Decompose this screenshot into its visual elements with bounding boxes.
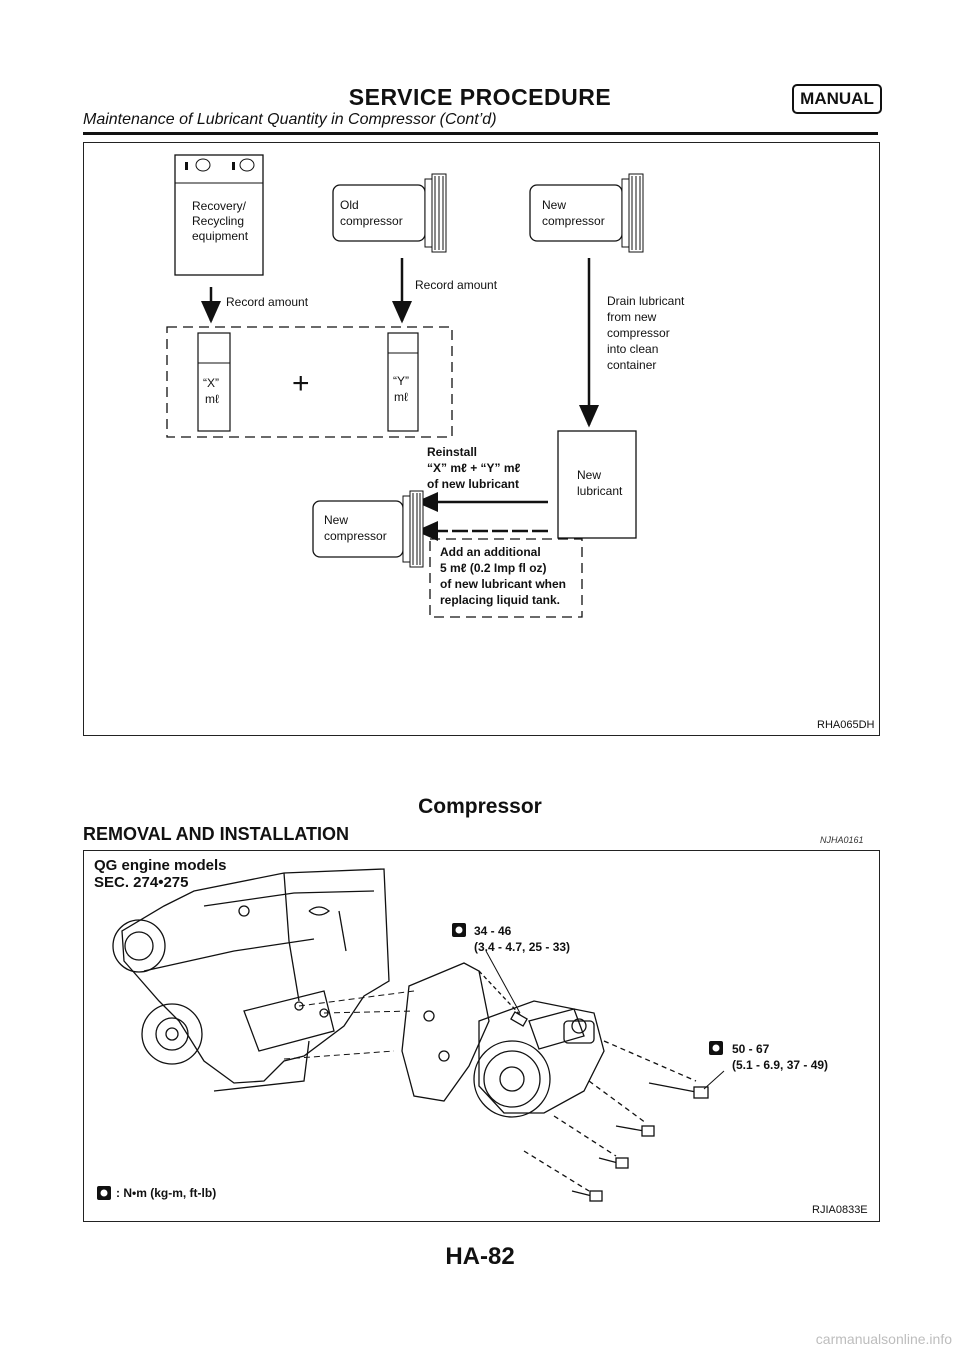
recovery-label-1: Recovery/: [192, 199, 247, 213]
svg-text:New compressor: New compressor: [324, 513, 387, 543]
legend-label: : N•m (kg-m, ft-lb): [116, 1186, 216, 1200]
measured-amount-region: [166, 326, 453, 438]
new-lubricant-container: New lubricant: [557, 430, 637, 539]
svg-text:Recovery/ Recycling: Recovery/ Recycling equipment: [192, 199, 249, 243]
additional-note-label: Add an additional 5 mℓ (0.2 Imp fl oz) o…: [440, 545, 569, 607]
svg-text:New compressor: New compressor: [542, 198, 605, 228]
new-compressor-bottom-label-2: compressor: [324, 529, 387, 543]
record-amount-label-2: Record amount: [415, 278, 498, 292]
compressor-removal-figure: QG engine models SEC. 274•275: [83, 850, 880, 1222]
compressor-bolts: [478, 970, 709, 1202]
header-divider: [83, 132, 878, 135]
new-compressor-top: New compressor: [529, 173, 644, 253]
figure2-code: RJIA0833E: [812, 1204, 868, 1216]
section-title: Compressor: [418, 795, 542, 818]
new-compressor-bottom: New compressor: [312, 490, 424, 568]
y-container: “Y” mℓ: [387, 332, 419, 432]
section-ref-code: NJHA0161: [820, 835, 864, 845]
torque-legend: : N•m (kg-m, ft-lb): [97, 1186, 216, 1200]
drain-label: Drain lubricant from new compressor into…: [607, 294, 688, 372]
new-compressor-label-1: New: [542, 198, 566, 212]
section-subtitle: REMOVAL AND INSTALLATION: [83, 824, 349, 844]
old-compressor-label-1: Old: [340, 198, 359, 212]
svg-text:34 - 46 (3.4 - 4.7, 25: 34 - 46 (3.4 - 4.7, 25 - 33): [474, 924, 570, 954]
sec-label: SEC. 274•275: [94, 874, 188, 891]
figure1-code: RHA065DH: [817, 719, 875, 731]
x-label-1: “X”: [203, 376, 219, 390]
watermark: carmanualsonline.info: [815, 1331, 952, 1347]
lubricant-procedure-figure: Recovery/ Recycling equipment Old compre…: [83, 142, 880, 736]
svg-text:50 - 67 (5.1 - 6.9, 37: 50 - 67 (5.1 - 6.9, 37 - 49): [732, 1042, 828, 1072]
manual-badge: MANUAL: [792, 84, 882, 114]
page-header-subtitle: Maintenance of Lubricant Quantity in Com…: [83, 111, 497, 128]
torque-callout-2: 50 - 67 (5.1 - 6.9, 37 - 49): [703, 1041, 828, 1090]
compressor-removal-illustration: QG engine models SEC. 274•275: [94, 857, 868, 1216]
svg-text:New lubricant: New lubricant: [577, 468, 623, 498]
alignment-lines: [283, 990, 415, 1060]
y-label-2: mℓ: [394, 390, 408, 404]
plus-sign: +: [292, 367, 310, 400]
reinstall-label: Reinstall “X” mℓ + “Y” mℓ of new lubrica…: [427, 445, 524, 491]
new-compressor-bottom-label-1: New: [324, 513, 348, 527]
torque2-range: (5.1 - 6.9, 37 - 49): [732, 1058, 828, 1072]
lubricant-procedure-diagram: Recovery/ Recycling equipment Old compre…: [166, 154, 875, 731]
new-compressor-label-2: compressor: [542, 214, 605, 228]
torque1-range: (3.4 - 4.7, 25 - 33): [474, 940, 570, 954]
new-lubricant-label-2: lubricant: [577, 484, 623, 498]
page-header-title: SERVICE PROCEDURE: [348, 84, 612, 110]
record-amount-label-1: Record amount: [226, 295, 309, 309]
page-number: HA-82: [445, 1243, 515, 1270]
svg-text:Old compressor: Old compressor: [340, 198, 403, 228]
torque2-value: 50 - 67: [732, 1042, 770, 1056]
torque1-value: 34 - 46: [474, 924, 512, 938]
engine-models-label: QG engine models: [94, 857, 227, 874]
old-compressor: Old compressor: [332, 173, 447, 253]
recovery-equipment: Recovery/ Recycling equipment: [174, 154, 264, 276]
additional-note-box: [429, 538, 583, 618]
y-label-1: “Y”: [393, 374, 409, 388]
svg-text:“X” mℓ: “X” mℓ: [203, 376, 222, 406]
compressor-assembly: [401, 962, 605, 1118]
svg-text:“Y” mℓ: “Y” mℓ: [393, 374, 412, 404]
x-label-2: mℓ: [205, 392, 219, 406]
recovery-label-2: Recycling: [192, 214, 244, 228]
new-lubricant-label-1: New: [577, 468, 601, 482]
recovery-label-3: equipment: [192, 229, 249, 243]
x-container: “X” mℓ: [197, 332, 231, 432]
engine-block: [112, 868, 390, 1092]
torque-callout-1: 34 - 46 (3.4 - 4.7, 25 - 33): [452, 923, 570, 1014]
old-compressor-label-2: compressor: [340, 214, 403, 228]
